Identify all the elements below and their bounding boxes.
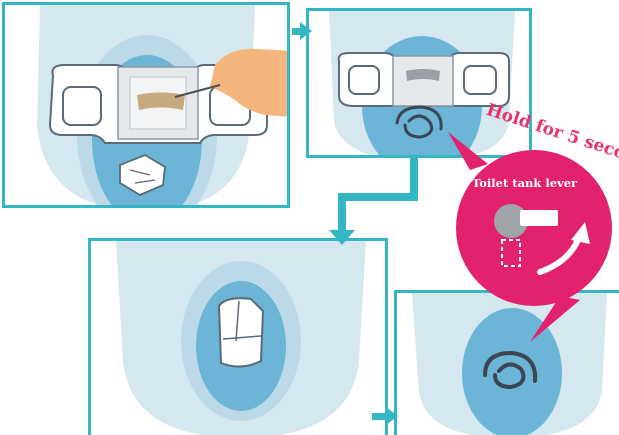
lever-label: Toilet tank lever xyxy=(472,176,612,190)
lever-icon xyxy=(494,204,558,266)
step-1-panel xyxy=(2,2,290,208)
step-3-panel xyxy=(88,238,388,435)
step-2-panel xyxy=(306,8,532,158)
arrow-down-icon xyxy=(329,158,418,245)
curved-arrow-icon xyxy=(540,222,590,272)
paper-icon xyxy=(219,298,263,366)
step-4-panel xyxy=(394,290,619,435)
